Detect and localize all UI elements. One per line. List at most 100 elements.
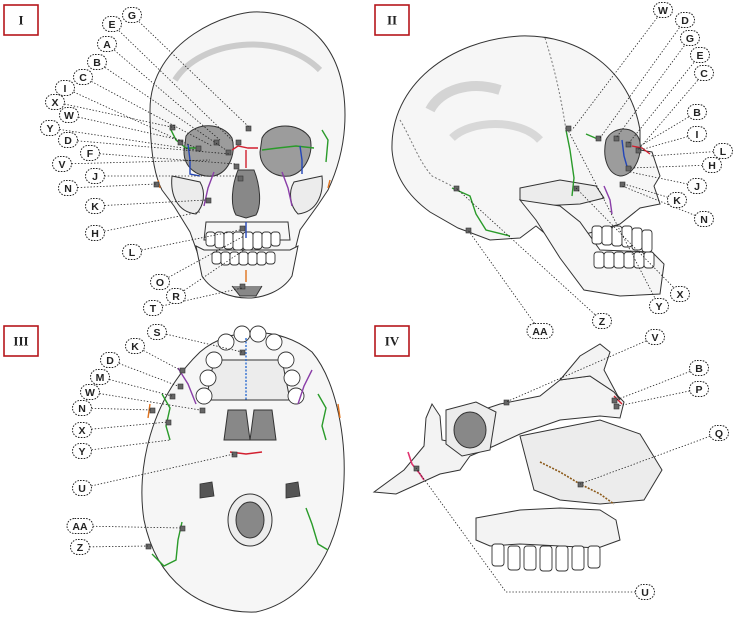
occipitomastoid-left bbox=[151, 521, 183, 567]
sphenofrontal-suture bbox=[565, 129, 575, 197]
frontonasal-lateral bbox=[631, 145, 651, 155]
foramen-magnum bbox=[235, 501, 265, 539]
label-letter: W bbox=[85, 387, 95, 399]
label-letter: Z bbox=[77, 542, 84, 554]
label-bubble-outline bbox=[58, 132, 78, 148]
leader-line bbox=[61, 159, 211, 165]
temporozygomatic-suture-left bbox=[327, 179, 331, 189]
label-letter: L bbox=[129, 247, 136, 259]
leader-line bbox=[81, 407, 153, 411]
tooth bbox=[265, 333, 283, 351]
panel-3-inferior-skull bbox=[79, 325, 345, 613]
marker bbox=[611, 397, 618, 404]
tooth bbox=[199, 369, 217, 387]
leader-line bbox=[131, 229, 241, 253]
label-bubble-outline bbox=[653, 2, 673, 18]
label-bubble-outline bbox=[649, 298, 669, 314]
label-bubble-outline bbox=[70, 539, 90, 555]
marker bbox=[233, 163, 240, 170]
choanae bbox=[223, 409, 251, 441]
leader-line bbox=[106, 43, 221, 141]
label-letter: Q bbox=[715, 428, 723, 440]
label-bubble-outline bbox=[702, 157, 722, 173]
label-letter: S bbox=[153, 327, 160, 339]
leader-line bbox=[54, 101, 177, 129]
temporozygomatic-inferior-left bbox=[147, 403, 151, 419]
upper-teeth bbox=[205, 231, 281, 251]
tooth bbox=[242, 231, 254, 251]
label-letter: A bbox=[103, 39, 111, 51]
tooth bbox=[247, 251, 258, 266]
tooth bbox=[238, 251, 249, 266]
label-bubble-outline bbox=[635, 584, 655, 600]
label-letter: B bbox=[695, 363, 703, 375]
leader-line bbox=[615, 37, 691, 139]
label-bubble-outline bbox=[72, 480, 92, 496]
label-bubble-outline bbox=[694, 211, 714, 227]
lacrimal-suture-lateral bbox=[621, 139, 629, 171]
label-letter: H bbox=[708, 160, 716, 172]
right-zygomatic bbox=[171, 175, 204, 215]
label-bubble-k: K bbox=[85, 198, 105, 214]
label-bubble-outline bbox=[52, 156, 72, 172]
upper-dental-arch bbox=[195, 325, 305, 405]
label-letter: B bbox=[93, 57, 101, 69]
label-letter: D bbox=[681, 15, 689, 27]
panel-1-markers bbox=[153, 124, 252, 290]
label-bubble-outline bbox=[667, 192, 687, 208]
orbit-lateral bbox=[604, 128, 641, 177]
leader-line bbox=[96, 61, 227, 151]
label-bubble-outline bbox=[150, 274, 170, 290]
leader-line bbox=[89, 391, 201, 411]
leader-line bbox=[67, 183, 157, 189]
label-bubble-x: X bbox=[45, 94, 65, 110]
label-bubble-z: Z bbox=[70, 539, 90, 555]
label-bubble-h: H bbox=[85, 225, 105, 241]
label-letter: D bbox=[106, 355, 114, 367]
label-bubble-outline bbox=[687, 126, 707, 142]
marker bbox=[179, 525, 186, 532]
label-bubble-aa: AA bbox=[526, 323, 554, 339]
parietal-shading bbox=[425, 81, 502, 113]
label-bubble-i: I bbox=[687, 126, 707, 142]
label-bubble-outline bbox=[80, 384, 100, 400]
lateral-teeth bbox=[591, 225, 655, 269]
label-bubble-u: U bbox=[72, 480, 92, 496]
panel-number: III bbox=[13, 334, 28, 349]
marker bbox=[237, 175, 244, 182]
marker bbox=[169, 393, 176, 400]
label-letter: T bbox=[150, 303, 157, 315]
label-bubble-b: B bbox=[87, 54, 107, 70]
left-orbit bbox=[259, 125, 312, 177]
label-bubble-m: M bbox=[90, 369, 110, 385]
tooth bbox=[539, 545, 553, 572]
label-bubble-q: Q bbox=[709, 425, 729, 441]
tooth bbox=[195, 387, 213, 405]
lower-teeth bbox=[211, 251, 276, 266]
marker bbox=[625, 165, 632, 172]
leader-line bbox=[505, 336, 656, 403]
panel-2-lateral-skull bbox=[391, 9, 724, 332]
leader-line bbox=[99, 376, 173, 397]
panel-3-leaders bbox=[79, 331, 243, 548]
leader-line bbox=[623, 183, 678, 201]
tooth bbox=[211, 251, 222, 265]
label-letter: Y bbox=[78, 446, 85, 458]
label-bubble-outline bbox=[675, 12, 695, 28]
label-letter: C bbox=[700, 68, 708, 80]
label-bubble-outline bbox=[122, 7, 142, 23]
tooth bbox=[523, 545, 537, 571]
frontozygomatic-suture-left bbox=[261, 145, 315, 151]
label-bubble-w: W bbox=[59, 107, 79, 123]
left-zygomatic bbox=[290, 175, 323, 215]
label-letter: U bbox=[641, 587, 649, 599]
leader-line bbox=[615, 367, 700, 401]
label-bubble-b: B bbox=[689, 360, 709, 376]
panel-4-leaders bbox=[415, 336, 720, 593]
tooth bbox=[491, 543, 505, 567]
marker bbox=[465, 227, 472, 234]
label-letter: J bbox=[92, 171, 98, 183]
marker bbox=[235, 139, 242, 146]
label-bubble-outline bbox=[125, 338, 145, 354]
